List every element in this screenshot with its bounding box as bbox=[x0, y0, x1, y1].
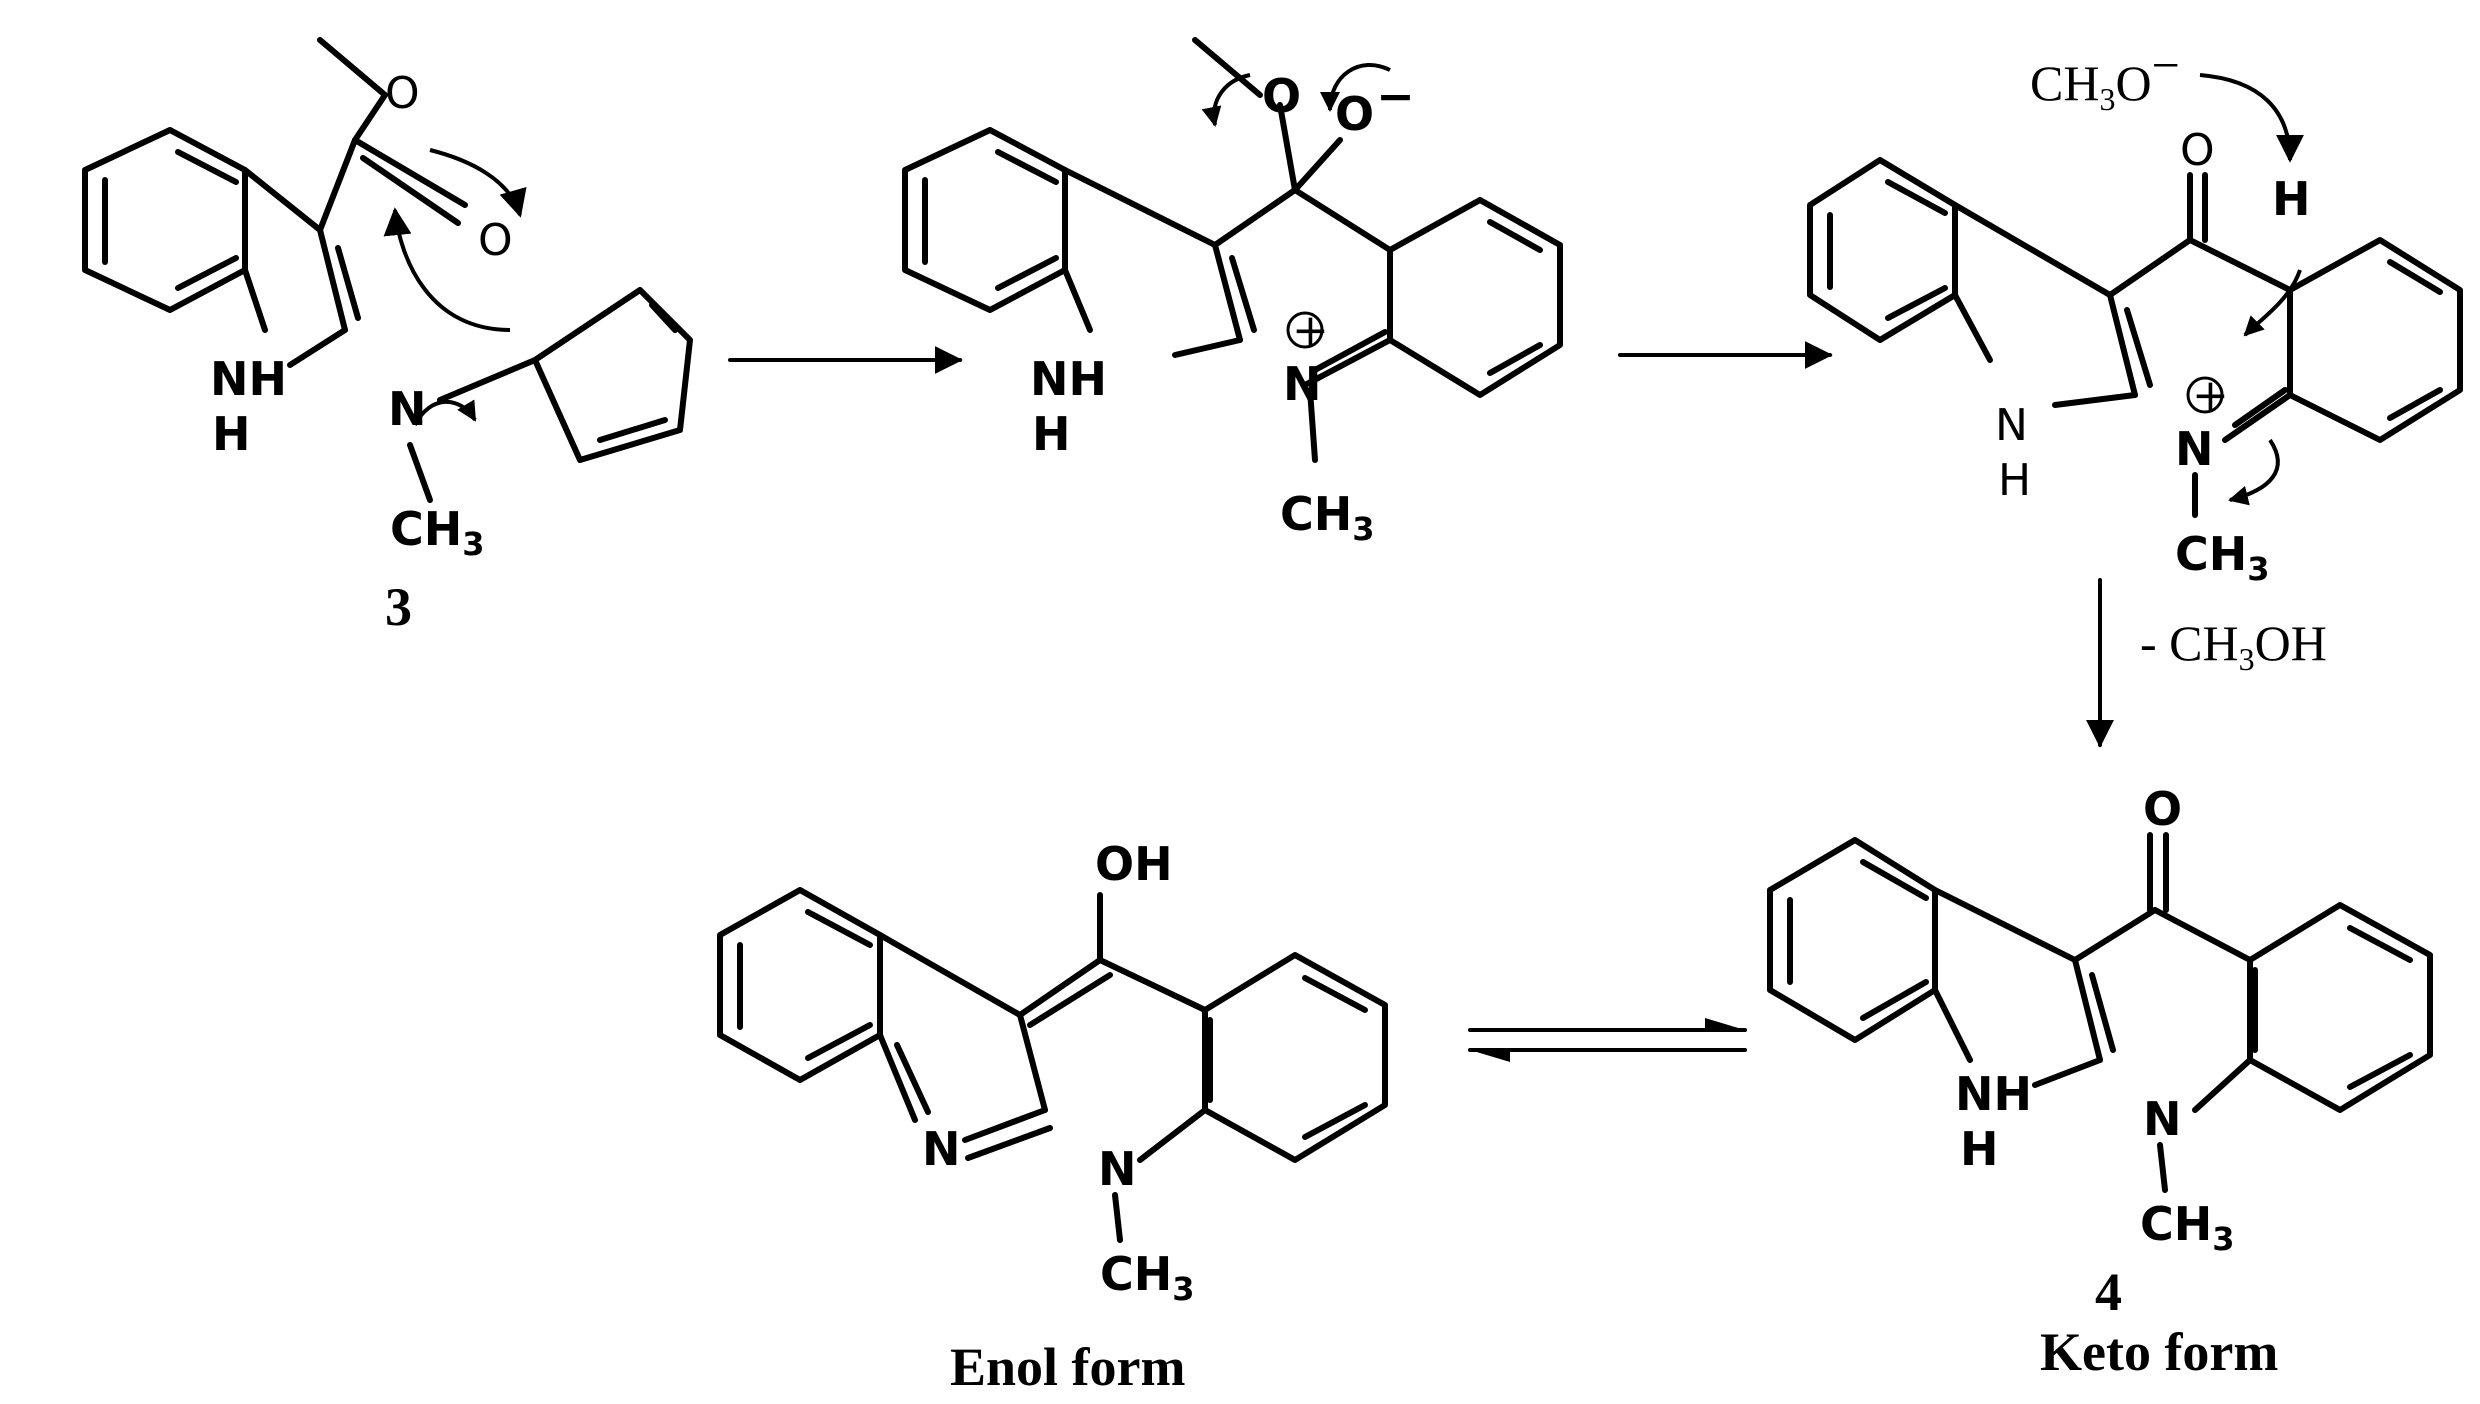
compound-4-indole-nh: NH bbox=[1955, 1067, 2032, 1121]
ketone-intermediate-plus-sign: + bbox=[2192, 370, 2229, 421]
compound-3-structure bbox=[82, 37, 693, 503]
ketone-intermediate-methyl: CH3 bbox=[2175, 527, 2270, 588]
compound-3-ester-oxygen: O bbox=[385, 68, 420, 119]
ketone-intermediate-structure bbox=[1807, 73, 2463, 518]
methanol-byproduct: - CH3OH bbox=[2140, 615, 2327, 677]
enol-amine-n: N bbox=[1098, 1142, 1137, 1196]
intermediate-positive-charge-icon bbox=[1286, 311, 1324, 349]
enol-hydroxyl: OH bbox=[1095, 837, 1173, 891]
compound-3-indole-h: H bbox=[212, 407, 251, 461]
intermediate-methyl: CH3 bbox=[1280, 487, 1375, 548]
compound-4-indole-h: H bbox=[1960, 1122, 1999, 1176]
methoxide-reagent: CH3O− bbox=[2030, 37, 2180, 117]
intermediate-indole-nh: NH bbox=[1030, 352, 1107, 406]
enol-methyl: CH3 bbox=[1100, 1247, 1195, 1308]
keto-form-caption: Keto form bbox=[2040, 1322, 2278, 1382]
compound-3-amine-n: N bbox=[388, 382, 427, 436]
ketone-intermediate-oxygen: O bbox=[2180, 125, 2215, 176]
enol-form-caption: Enol form bbox=[950, 1337, 1186, 1397]
enol-imine-n: N bbox=[922, 1122, 961, 1176]
intermediate-methoxy-oxygen: O bbox=[1262, 69, 1301, 123]
ketone-intermediate-h: H bbox=[2272, 172, 2311, 226]
compound-3-methyl: CH3 bbox=[390, 502, 485, 563]
compound-4-label: 4 bbox=[2095, 1262, 2122, 1322]
ketone-intermediate-indole-n: N bbox=[1995, 400, 2028, 451]
compound-4-methyl: CH3 bbox=[2140, 1197, 2235, 1258]
ketone-intermediate-indole-h: H bbox=[1998, 455, 2031, 506]
enol-form-structure bbox=[717, 887, 1388, 1243]
tetrahedral-intermediate-structure bbox=[902, 37, 1563, 463]
intermediate-alkoxide-oxygen: O− bbox=[1335, 69, 1415, 141]
ketone-intermediate-positive-charge-icon bbox=[2186, 376, 2224, 414]
intermediate-plus-sign: + bbox=[1292, 305, 1329, 356]
compound-4-quinolone-n: N bbox=[2143, 1092, 2182, 1146]
compound-3-indole-nh: NH bbox=[210, 352, 287, 406]
compound-4-keto-structure bbox=[1767, 832, 2433, 1193]
compound-3-label: 3 bbox=[385, 577, 412, 637]
intermediate-iminium-n: N bbox=[1283, 357, 1322, 411]
intermediate-indole-h: H bbox=[1032, 407, 1071, 461]
equilibrium-arrows bbox=[1468, 1018, 1747, 1062]
ketone-intermediate-iminium-n: N bbox=[2175, 422, 2214, 476]
compound-4-oxygen: O bbox=[2143, 782, 2182, 836]
compound-3-carbonyl-oxygen: O bbox=[478, 215, 513, 266]
